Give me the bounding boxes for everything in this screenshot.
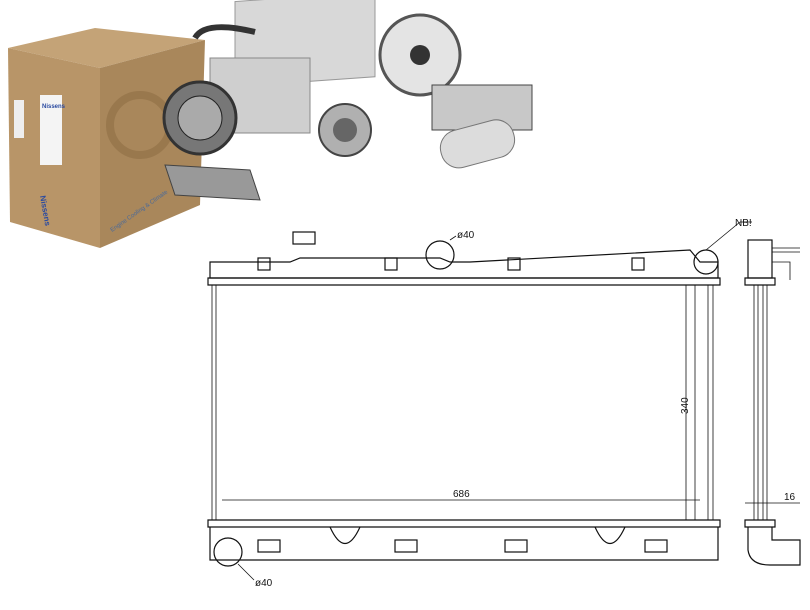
product-parts	[162, 0, 533, 201]
receiver-drier-image	[439, 119, 516, 169]
label-brand: Nissens	[42, 104, 66, 110]
top-tank	[209, 249, 719, 279]
note-label: NB!	[735, 218, 752, 229]
barcode-label	[14, 100, 24, 138]
depth-label: 16	[784, 492, 796, 503]
inlet-pipe	[425, 240, 455, 270]
hose-image	[192, 24, 256, 40]
outlet-pipe	[213, 537, 243, 567]
shipping-label	[40, 95, 62, 165]
bottom-tank	[209, 527, 719, 561]
filler-cap	[292, 231, 316, 245]
heater-core-image	[431, 84, 533, 131]
radiator-front-view	[207, 221, 752, 581]
height-label: 340	[680, 397, 691, 414]
outlet-diameter-label: ø40	[255, 578, 273, 589]
width-label: 686	[453, 489, 470, 500]
radiator-side-view	[744, 239, 801, 566]
inlet-diameter-label: ø40	[457, 230, 475, 241]
